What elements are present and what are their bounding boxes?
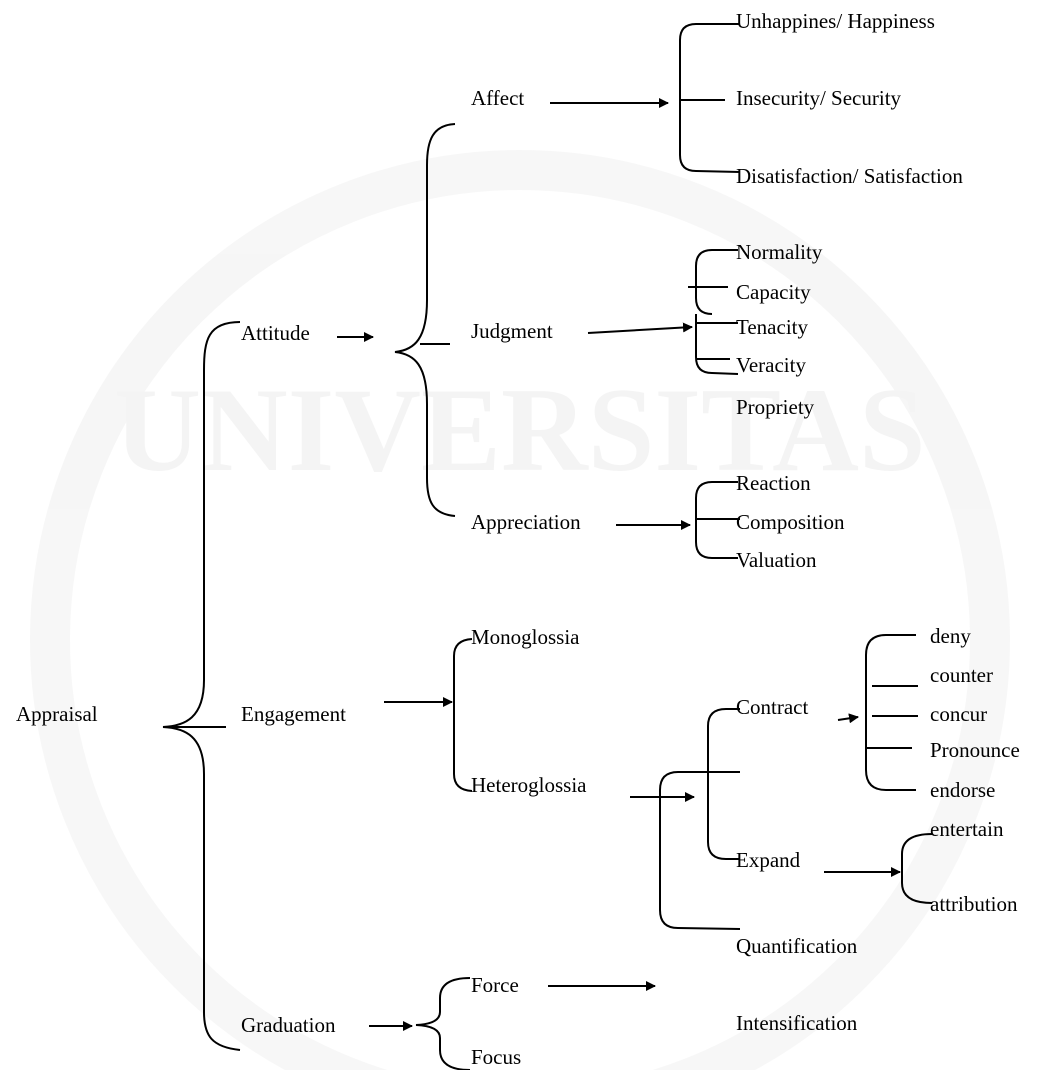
- node-expand: Expand: [736, 848, 801, 872]
- node-contract: Contract: [736, 695, 808, 719]
- force-item: Quantification: [736, 934, 858, 958]
- affect-item: Disatisfaction/ Satisfaction: [736, 164, 963, 188]
- expand-item: attribution: [930, 892, 1018, 916]
- attitude-brace: [394, 123, 456, 517]
- appreciation-item: Valuation: [736, 548, 817, 572]
- expand-item: entertain: [930, 817, 1004, 841]
- affect-item: Unhappines/ Happiness: [736, 9, 935, 33]
- node-monoglossia: Monoglossia: [471, 625, 580, 649]
- contract-item: deny: [930, 624, 971, 648]
- appreciation-item: Reaction: [736, 471, 811, 495]
- judgment-bracket: [695, 249, 738, 315]
- affect-item: Insecurity/ Security: [736, 86, 902, 110]
- heteroglossia-bracket: [707, 708, 740, 860]
- judgment-item: Tenacity: [736, 315, 808, 339]
- node-appreciation: Appreciation: [471, 510, 581, 534]
- watermark-text: UNIVERSITAS: [114, 363, 925, 496]
- force-item: Intensification: [736, 1011, 858, 1035]
- graduation-brace: [415, 977, 471, 1070]
- node-judgment: Judgment: [471, 319, 553, 343]
- node-appraisal: Appraisal: [16, 702, 98, 726]
- arrow-contract: [837, 713, 859, 724]
- appreciation-item: Composition: [736, 510, 845, 534]
- judgment-item: Normality: [736, 240, 823, 264]
- arrow-judgment: [587, 322, 693, 334]
- contract-item: endorse: [930, 778, 995, 802]
- watermark: UNIVERSITAS: [30, 150, 1010, 1070]
- node-heteroglossia: Heteroglossia: [471, 773, 587, 797]
- node-force: Force: [471, 973, 519, 997]
- affect-bracket: [679, 23, 741, 173]
- engagement-bracket: [453, 638, 473, 792]
- contract-item: Pronounce: [930, 738, 1020, 762]
- node-attitude: Attitude: [241, 321, 310, 345]
- contract-item: counter: [930, 663, 993, 687]
- node-graduation: Graduation: [241, 1013, 336, 1037]
- judgment-item: Capacity: [736, 280, 811, 304]
- contract-bracket: [865, 634, 916, 791]
- judgment-item: Propriety: [736, 395, 815, 419]
- node-focus: Focus: [471, 1045, 521, 1069]
- contract-item: concur: [930, 702, 987, 726]
- node-engagement: Engagement: [241, 702, 346, 726]
- node-affect: Affect: [471, 86, 524, 110]
- judgment-item: Veracity: [736, 353, 806, 377]
- expand-bracket: [901, 833, 933, 904]
- force-bracket: [659, 771, 741, 930]
